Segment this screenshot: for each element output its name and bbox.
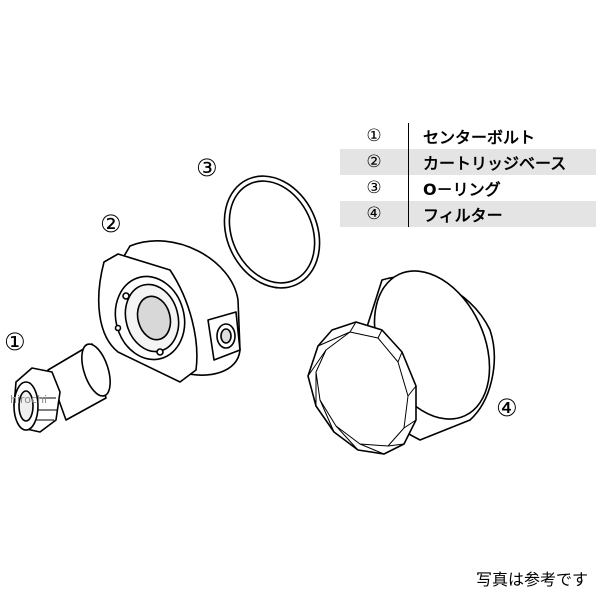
parts-legend: ① センターボルト ② カートリッジベース ③ O－リング ④ フィルター (340, 123, 596, 227)
cartridge-base-part (97, 240, 241, 383)
filter-part (307, 270, 496, 455)
callout-o-ring: ③ (196, 154, 218, 182)
center-bolt-part (13, 343, 111, 433)
legend-label: フィルター (423, 206, 503, 225)
legend-number: ③ (340, 175, 409, 201)
watermark: hirochi (10, 393, 48, 406)
legend-label: センターボルト (423, 128, 536, 147)
legend-label: O－リング (423, 180, 501, 199)
legend-row: ③ O－リング (340, 175, 596, 201)
legend-number: ② (340, 149, 409, 175)
legend-number: ① (340, 123, 409, 149)
legend-row: ② カートリッジベース (340, 149, 596, 175)
legend-row: ① センターボルト (340, 123, 596, 149)
legend-number: ④ (340, 201, 409, 227)
reference-note: 写真は参考です (475, 570, 588, 589)
legend-label: カートリッジベース (423, 154, 567, 173)
legend-row: ④ フィルター (340, 201, 596, 227)
o-ring-part (223, 175, 321, 289)
callout-center-bolt: ① (4, 328, 26, 356)
callout-filter: ④ (496, 394, 518, 422)
callout-cartridge-base: ② (100, 210, 122, 238)
